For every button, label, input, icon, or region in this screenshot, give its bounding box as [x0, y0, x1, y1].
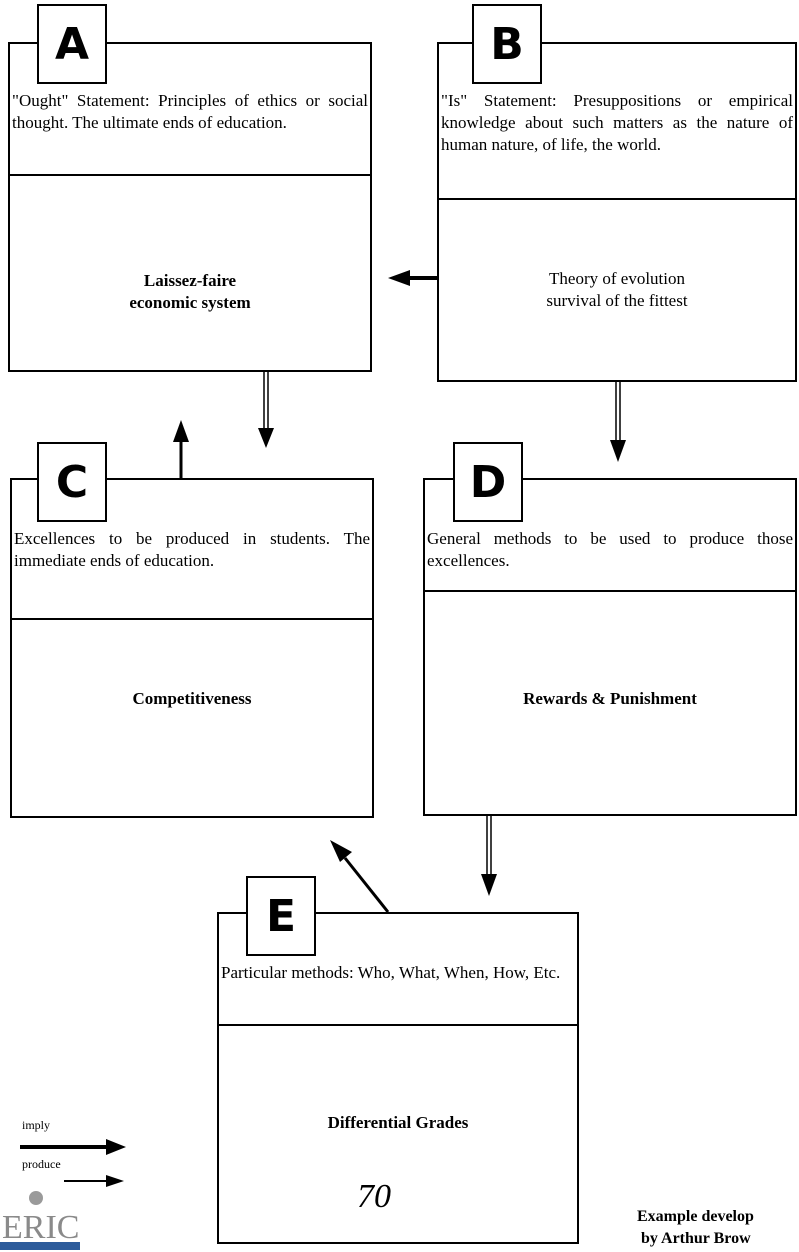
- arrow-b-to-d: [610, 382, 626, 462]
- legend-produce-arrow: [64, 1175, 124, 1187]
- legend-imply-arrow: [20, 1139, 126, 1155]
- box-a: "Ought" Statement: Principles of ethics …: [8, 42, 372, 372]
- box-a-tag: A: [37, 4, 107, 84]
- box-e: Particular methods: Who, What, When, How…: [217, 912, 579, 1244]
- arrow-e-to-c: [330, 840, 390, 913]
- box-a-content: Laissez-faire economic system: [129, 271, 251, 312]
- legend-produce-label: produce: [22, 1157, 61, 1171]
- svg-text:ERIC: ERIC: [2, 1209, 79, 1246]
- credit-text: Example develop by Arthur Brow: [637, 1208, 754, 1247]
- box-b-content: Theory of evolution survival of the fitt…: [546, 269, 688, 310]
- box-d-description: General methods to be used to produce th…: [425, 480, 795, 592]
- box-d: General methods to be used to produce th…: [423, 478, 797, 816]
- box-d-content: Rewards & Punishment: [523, 689, 697, 708]
- box-b-description: "Is" Statement: Presuppositions or empir…: [439, 44, 795, 200]
- arrow-c-to-a: [173, 420, 189, 478]
- grade-value: 70: [357, 1178, 391, 1215]
- box-c: Excellences to be produced in students. …: [10, 478, 374, 818]
- arrow-a-to-c: [258, 372, 274, 448]
- arrow-b-to-a: [388, 270, 437, 286]
- box-e-tag: E: [246, 876, 316, 956]
- box-b-tag: B: [472, 4, 542, 84]
- box-e-content: Differential Grades: [327, 1113, 469, 1132]
- box-e-description: Particular methods: Who, What, When, How…: [219, 914, 577, 1026]
- legend-imply-label: imply: [22, 1118, 51, 1132]
- eric-logo: ERIC: [0, 1191, 80, 1250]
- box-c-content: Competitiveness: [132, 689, 252, 708]
- arrow-d-to-e: [481, 816, 497, 896]
- box-a-description: "Ought" Statement: Principles of ethics …: [10, 44, 370, 176]
- box-c-description: Excellences to be produced in students. …: [12, 480, 372, 620]
- box-d-tag: D: [453, 442, 523, 522]
- box-b: "Is" Statement: Presuppositions or empir…: [437, 42, 797, 382]
- box-c-tag: C: [37, 442, 107, 522]
